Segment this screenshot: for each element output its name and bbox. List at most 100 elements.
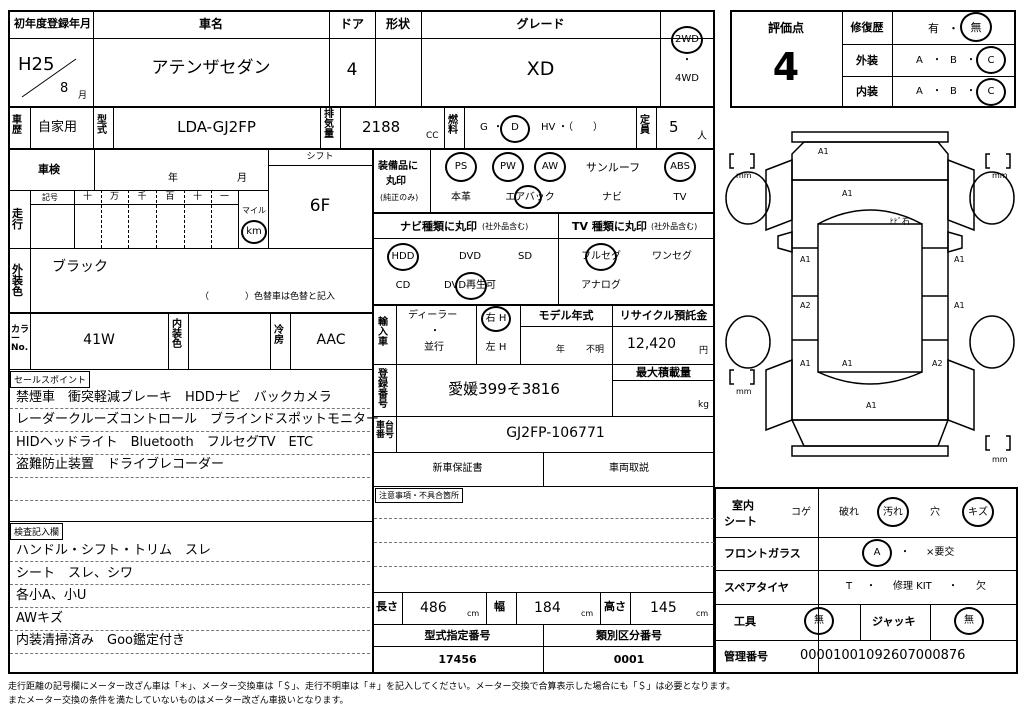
fuel-hv: HV: [541, 122, 556, 133]
exterior-grade-c: C: [987, 55, 995, 66]
equipment-label-3: (純正のみ): [380, 193, 419, 202]
equipment-label-1: 装備品に: [378, 161, 418, 172]
length-unit: cm: [467, 609, 480, 618]
equip-ps: PS: [454, 161, 468, 172]
width-unit: cm: [581, 609, 594, 618]
windshield-a-circle: [862, 539, 892, 567]
color-no-value: 41W: [83, 332, 115, 348]
management-value: 00001001092607000876: [800, 648, 966, 663]
ac-label: 冷房: [274, 325, 284, 346]
bracket-top-left-r: [750, 153, 755, 169]
mark-trunk: A1: [866, 401, 877, 410]
drive-2wd: 2WD: [675, 34, 699, 45]
bracket-bottom-left-r: [750, 369, 755, 385]
rear-window-curve: [817, 371, 923, 385]
windshield-label: フロントガラス: [724, 547, 801, 560]
windshield-dot: ・: [900, 547, 910, 558]
displacement-label: 排気量: [324, 109, 334, 140]
seat-label-1: 室内: [732, 499, 754, 512]
front-right-wheel: [969, 171, 1015, 225]
seat-opt-4: キズ: [968, 507, 988, 518]
import-label: 輸入車: [378, 317, 388, 348]
first-reg-label: 初年度登録年月: [14, 17, 91, 30]
capacity-label: 定員: [640, 115, 650, 136]
windshield-a: A: [873, 547, 881, 558]
width-value: 184: [534, 600, 561, 616]
sales-point-line-0: 禁煙車 衝突軽減ブレーキ HDDナビ バックカメラ: [16, 390, 332, 405]
equip-navi: ナビ: [602, 192, 622, 203]
footer-line-1: 走行距離の記号欄にメーター改ざん車は「＊」、メーター交換車は「＄」、走行不明車は…: [8, 682, 736, 692]
mark-left-front-door: A1: [800, 255, 811, 264]
score-label: 評価点: [767, 21, 804, 35]
equip-aw-circle: [534, 152, 566, 182]
car-name-label: 車名: [198, 17, 223, 31]
interior-dot-1: ・: [932, 86, 942, 97]
shaken-label: 車検: [38, 163, 60, 176]
navi-hdd-circle: [387, 243, 419, 271]
cc-unit: CC: [426, 131, 439, 141]
shift-label: シフト: [306, 152, 334, 162]
equip-airbag-circle: [514, 185, 542, 209]
model-year-label: モデル年式: [538, 309, 594, 322]
navi-dvdplay: DVD再生可: [443, 280, 497, 291]
capacity-value: 5: [669, 118, 679, 136]
displacement-value: 2188: [362, 118, 401, 136]
seat-label-2: シート: [724, 515, 757, 528]
width-label: 幅: [494, 600, 505, 613]
bracket-top-right-r: [1006, 153, 1011, 169]
bracket-top-left-l: [729, 153, 734, 169]
equip-pw: PW: [500, 161, 516, 172]
interior-grade-c-circle: [976, 78, 1006, 106]
tools-label: 工具: [734, 615, 756, 628]
front-bumper-outline: [791, 131, 949, 143]
right-rear-fender-outline: [947, 358, 975, 432]
mark-right-fender: A1: [954, 255, 965, 264]
inspector-notes-tag: 検査記入欄: [10, 523, 64, 540]
designation-value: 17456: [438, 653, 477, 666]
interior-color-label: 内装色: [172, 319, 182, 350]
equip-airbag: エアバック: [505, 192, 555, 203]
rear-bumper-outline: [791, 445, 949, 457]
car-name: アテンザセダン: [151, 58, 271, 78]
mark-windshield: ﾋﾋﾞ石: [890, 217, 910, 226]
bracket-bottom-right-r: [1006, 435, 1011, 451]
spare-tire-label: スペアタイヤ: [724, 581, 789, 594]
bracket-top-right-l: [985, 153, 990, 169]
caution-tag: 注意事項・不具合箇所: [375, 488, 463, 503]
bracket-bottom-left-l: [729, 369, 734, 385]
inspector-line-0: ハンドル・シフト・トリム スレ: [16, 543, 212, 558]
jack-value: 無: [964, 615, 974, 626]
condition-box: [714, 487, 1018, 674]
mark-rear-roof: A1: [842, 359, 853, 368]
km-label: km: [246, 226, 262, 237]
repair-label: 修復歴: [850, 21, 884, 34]
equip-pw-circle: [492, 152, 524, 182]
digit-label-5: 一: [219, 192, 229, 202]
height-label: 高さ: [604, 600, 626, 613]
color-no-label: カラーNo.: [11, 325, 30, 353]
repair-no: 無: [970, 21, 982, 34]
height-unit: cm: [696, 609, 709, 618]
fuel-d: D: [511, 122, 519, 133]
rear-right-wheel: [969, 315, 1015, 369]
first-reg-month-unit: 月: [78, 91, 88, 101]
footer-line-2: またメーター交換の条件を満たしていないものはメーター改ざん車扱いとなります。: [8, 696, 349, 706]
mm-bottom-left: mm: [736, 387, 752, 396]
warranty-doc: 新車保証書: [432, 463, 483, 474]
rear-left-wheel: [725, 315, 771, 369]
navi-dvd: DVD: [458, 251, 482, 262]
inspector-line-1: シート スレ、シワ: [16, 566, 134, 581]
inspector-line-4: 内装清掃済み Goo鑑定付き: [16, 633, 185, 648]
exterior-color-value: ブラック: [52, 259, 108, 275]
navi-dvdplay-circle: [455, 272, 487, 300]
sales-points-tag: セールスポイント: [10, 371, 91, 388]
repair-no-circle: [960, 12, 992, 42]
km-circle: [241, 220, 267, 244]
trunk-outline: [790, 419, 950, 447]
exterior-grade-b: B: [950, 55, 957, 66]
interior-grade-b: B: [950, 86, 957, 97]
equip-ps-circle: [445, 152, 477, 182]
exterior-dot-2: ・: [966, 55, 976, 66]
vehicle-history-label: 車歴: [12, 115, 22, 136]
first-reg-year: H25: [18, 54, 55, 75]
